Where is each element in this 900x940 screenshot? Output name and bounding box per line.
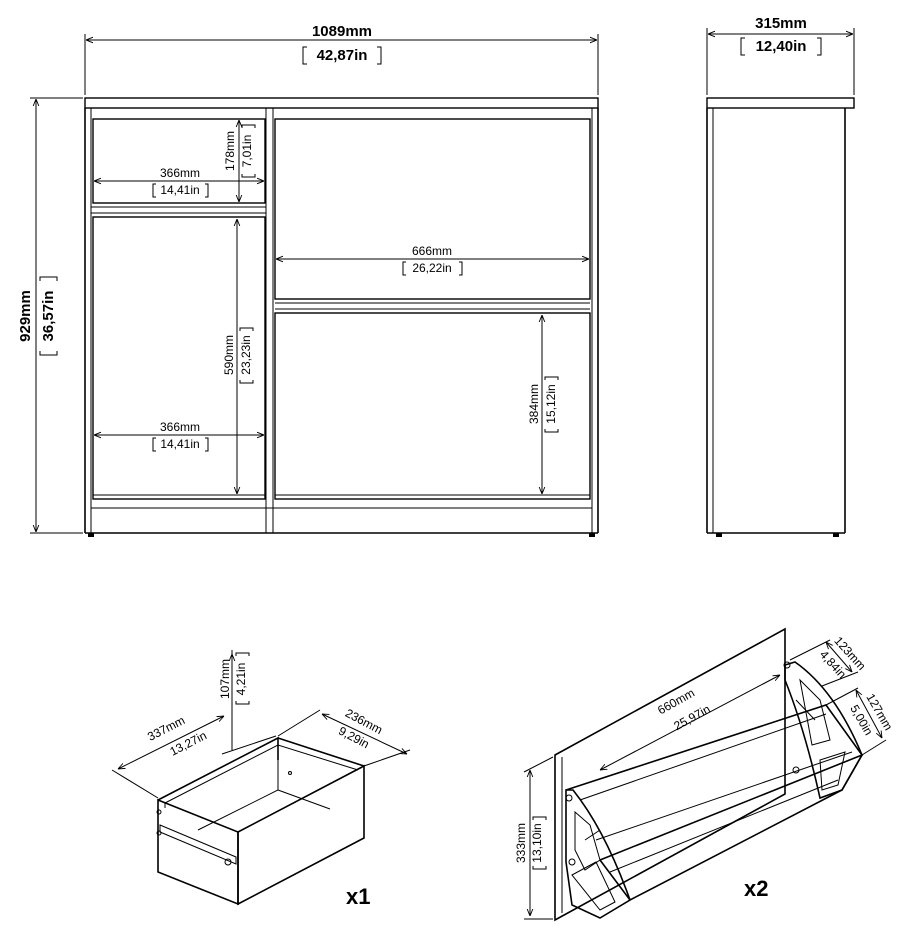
top-left-width-in: 14,41in	[160, 183, 199, 197]
drawer-depth-in: 13,27in	[167, 728, 208, 758]
cabinet-foot-left	[88, 533, 94, 537]
right-width-mm: 666mm	[412, 244, 452, 258]
bottom-left-height-in: 23,23in	[239, 335, 253, 374]
drawer-height-in: 4,21in	[234, 663, 248, 696]
shoe-flap-front-panel	[554, 627, 786, 922]
shoe-height-mm: 333mm	[514, 823, 528, 863]
bottom-left-width-in: 14,41in	[160, 437, 199, 451]
side-foot-left	[716, 533, 722, 537]
shoe-compartment-quantity: x2	[744, 876, 768, 901]
top-left-width-mm: 366mm	[160, 166, 200, 180]
front-view: 1089mm 42,87in 929mm 36,57in 178mm 7,01i…	[17, 23, 599, 537]
shoe-rack-rear-rail	[565, 704, 864, 861]
drawer-height-mm: 107mm	[218, 659, 232, 699]
drawer-left-side	[157, 798, 239, 906]
shoe-rack-left-bracket	[565, 789, 631, 919]
top-left-drawer-height-mm: 178mm	[223, 131, 237, 171]
overall-height-mm: 929mm	[17, 290, 34, 342]
top-left-drawer-height-in: 7,01in	[240, 135, 254, 168]
drawer-runner	[159, 824, 237, 865]
shoe-height-in: 13,10in	[530, 823, 544, 862]
right-upper-flap	[274, 118, 591, 300]
drawer-quantity: x1	[346, 884, 370, 909]
side-top-board	[706, 97, 855, 109]
overall-height-in: 36,57in	[40, 291, 57, 342]
shoe-rack-right-bracket	[784, 661, 863, 800]
drawer-detail: 107mm 4,21in 337mm 13,27in 236mm 9,29in …	[111, 650, 411, 909]
cabinet-top-board	[84, 97, 599, 109]
bottom-right-height-in: 15,12in	[544, 384, 558, 423]
bottom-left-width-mm: 366mm	[160, 420, 200, 434]
bottom-right-height-mm: 384mm	[527, 384, 541, 424]
bottom-left-height-mm: 590mm	[222, 335, 236, 375]
side-depth-in: 12,40in	[756, 38, 807, 55]
overall-width-mm: 1089mm	[312, 23, 372, 40]
side-foot-right	[833, 533, 839, 537]
cabinet-foot-right	[589, 533, 595, 537]
side-depth-mm: 315mm	[755, 15, 807, 32]
right-width-in: 26,22in	[412, 261, 451, 275]
right-lower-flap	[274, 312, 591, 500]
shoe-rack-bottom-tray	[599, 754, 863, 902]
side-view: 315mm 12,40in	[706, 15, 855, 537]
shoe-compartment-detail: 660mm 25,97in 333mm 13,10in 123mm 4,84in…	[514, 627, 896, 922]
overall-width-in: 42,87in	[317, 47, 368, 64]
